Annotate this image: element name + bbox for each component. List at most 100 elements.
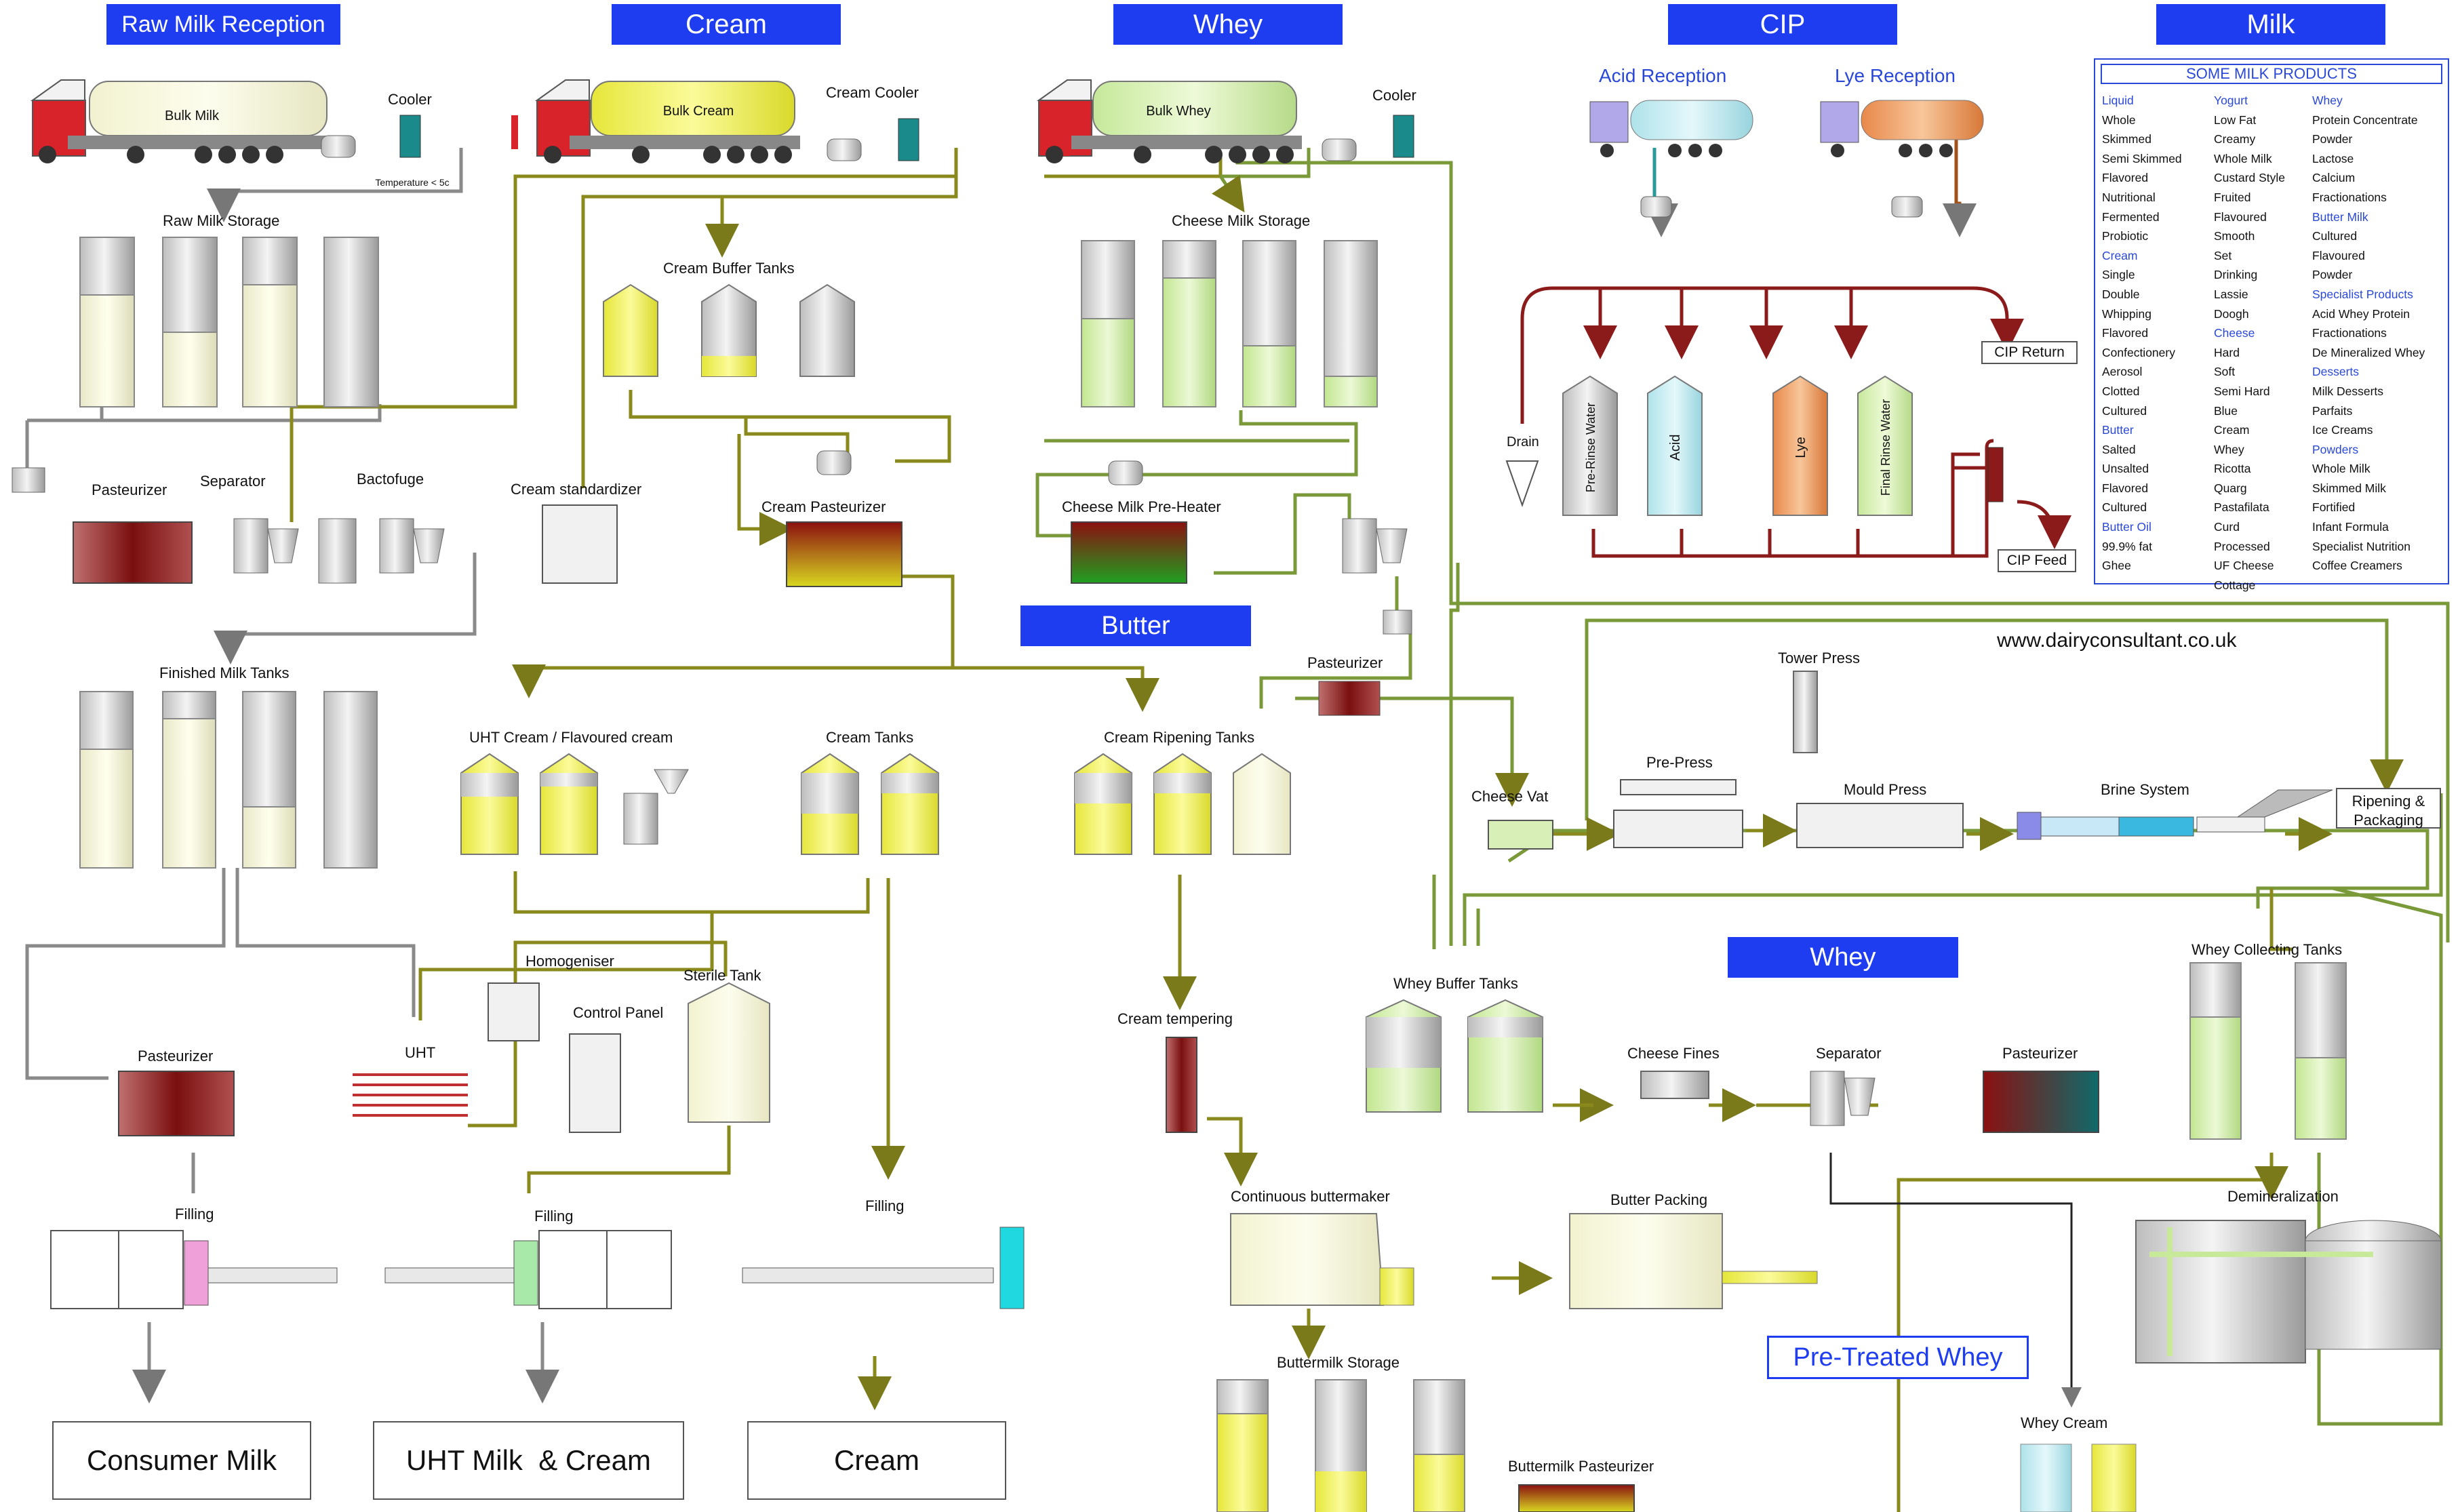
label-buttermilk-pasteurizer: Buttermilk Pasteurizer [1508, 1458, 1654, 1475]
buttermilk-pasteurizer [1518, 1484, 1635, 1512]
cream-tanks [801, 753, 939, 855]
product-item: Calcium [2312, 171, 2356, 185]
demineralization-plant [2135, 1220, 2442, 1364]
label-cream-tanks: Cream Tanks [826, 729, 914, 746]
product-item: Salted [2102, 442, 2136, 456]
product-item: Aerosol [2102, 365, 2143, 379]
filling-line-3 [742, 1227, 1025, 1309]
uht-cream-tanks [460, 753, 689, 855]
product-item: Powder [2312, 132, 2353, 146]
header-pretreated-whey: Pre-Treated Whey [1767, 1336, 2029, 1379]
product-item: Cheese [2214, 326, 2255, 340]
label-cream-pasteurizer: Cream Pasteurizer [761, 498, 886, 515]
label-pasteurizer-1: Pasteurizer [92, 481, 167, 498]
label-filling-3: Filling [865, 1197, 905, 1214]
label-separator-1: Separator [200, 473, 266, 490]
product-item: Whole Milk [2214, 151, 2272, 165]
product-item: Hard [2214, 345, 2240, 359]
product-item: Specialist Nutrition [2312, 539, 2411, 553]
product-item: Soft [2214, 365, 2236, 379]
label-demineralization: Demineralization [2227, 1188, 2339, 1205]
product-item: Smooth [2214, 229, 2255, 243]
label-whey-buffer-tanks: Whey Buffer Tanks [1393, 975, 1518, 992]
product-item: Whey [2312, 94, 2343, 107]
cooler-whey [1322, 115, 1414, 161]
pre-press [1613, 779, 1743, 848]
label-uht-cream: UHT Cream / Flavoured cream [469, 729, 673, 746]
product-item: Acid Whey Protein [2312, 306, 2410, 321]
product-item: Single [2102, 268, 2135, 282]
product-item: Desserts [2312, 365, 2360, 379]
truck-label-cream: Bulk Cream [663, 104, 734, 119]
product-item: Pastafilata [2214, 500, 2269, 515]
separator-bactofuge [233, 518, 445, 584]
raw-milk-silos [79, 237, 379, 407]
cooler-cream [827, 118, 919, 161]
product-item: Custard Style [2214, 171, 2286, 185]
mould-press [1796, 803, 1964, 848]
cheese-milk-preheater [1071, 521, 1187, 584]
label-cream-standardizer: Cream standardizer [511, 481, 642, 498]
header-butter: Butter [1020, 605, 1251, 646]
product-item: Specialist Products [2312, 287, 2413, 301]
product-item: Flavored [2102, 481, 2149, 495]
header-raw-milk-reception: Raw Milk Reception [106, 4, 340, 45]
header-whey-2: Whey [1728, 937, 1958, 978]
product-item: Probiotic [2102, 229, 2149, 243]
product-item: De Mineralized Whey [2312, 345, 2425, 359]
label-ripening-packaging: Ripening & Packaging [2336, 788, 2441, 829]
product-item: Powder [2312, 268, 2353, 282]
product-item: Unsalted [2102, 462, 2149, 476]
product-item: Quarg [2214, 481, 2247, 495]
label-acid-reception: Acid Reception [1599, 65, 1727, 86]
product-item: Lactose [2312, 151, 2354, 165]
label-buttermilk-storage: Buttermilk Storage [1277, 1354, 1400, 1371]
tank-label-finalrinse: Final Rinse Water [1879, 399, 1892, 496]
header-cip: CIP [1668, 4, 1897, 45]
label-whey-cream: Whey Cream [2021, 1414, 2108, 1431]
product-item: Low Fat [2214, 113, 2257, 127]
label-cip-feed: CIP Feed [1998, 549, 2076, 572]
continuous-buttermaker [1230, 1213, 1414, 1306]
product-item: Whole [2102, 113, 2136, 127]
header-cream: Cream [612, 4, 841, 45]
product-item: Cultured [2312, 229, 2358, 243]
filling-line-1 [50, 1230, 338, 1309]
equipment-text: Bulk Milk Bulk Cream Bulk Whey Temperatu… [165, 104, 1892, 496]
product-item: Blue [2214, 403, 2238, 418]
sterile-tank [688, 982, 770, 1123]
buttermilk-silos [1216, 1379, 1465, 1512]
label-separator-2: Separator [1816, 1045, 1882, 1062]
label-uht: UHT [405, 1044, 436, 1061]
control-panel [569, 1033, 621, 1133]
cream-buffer-tanks [603, 283, 855, 377]
truck-lye [1820, 100, 1984, 218]
product-item: Clotted [2102, 384, 2140, 398]
cheese-separator [1342, 518, 1408, 574]
label-pasteurizer-3: Pasteurizer [2002, 1045, 2078, 1062]
homogeniser [488, 982, 540, 1041]
cream-pasteurizer [786, 521, 902, 587]
cheese-vat [1488, 820, 1553, 850]
product-item: Flavored [2102, 171, 2149, 185]
product-item: Drinking [2214, 268, 2258, 282]
product-item: Lassie [2214, 287, 2248, 301]
product-item: Flavoured [2312, 248, 2365, 262]
truck-bulk-milk [30, 79, 332, 163]
product-item: Curd [2214, 520, 2240, 534]
product-item: Whole Milk [2312, 462, 2370, 476]
product-item: Nutritional [2102, 190, 2156, 204]
pasteurizer-2 [118, 1071, 235, 1136]
product-item: Butter Oil [2102, 520, 2151, 534]
cooler-raw [321, 115, 421, 158]
label-cheese-fines: Cheese Fines [1627, 1045, 1720, 1062]
label-cip-return: CIP Return [1981, 341, 2078, 364]
label-cream-tempering: Cream tempering [1117, 1010, 1233, 1027]
label-lye-reception: Lye Reception [1835, 65, 1956, 86]
label-cream-buffer-tanks: Cream Buffer Tanks [663, 260, 795, 277]
label-cream-cooler: Cream Cooler [826, 84, 919, 101]
label-filling-2: Filling [534, 1208, 574, 1225]
product-item: Milk Desserts [2312, 384, 2384, 398]
label-control-panel: Control Panel [573, 1004, 664, 1021]
